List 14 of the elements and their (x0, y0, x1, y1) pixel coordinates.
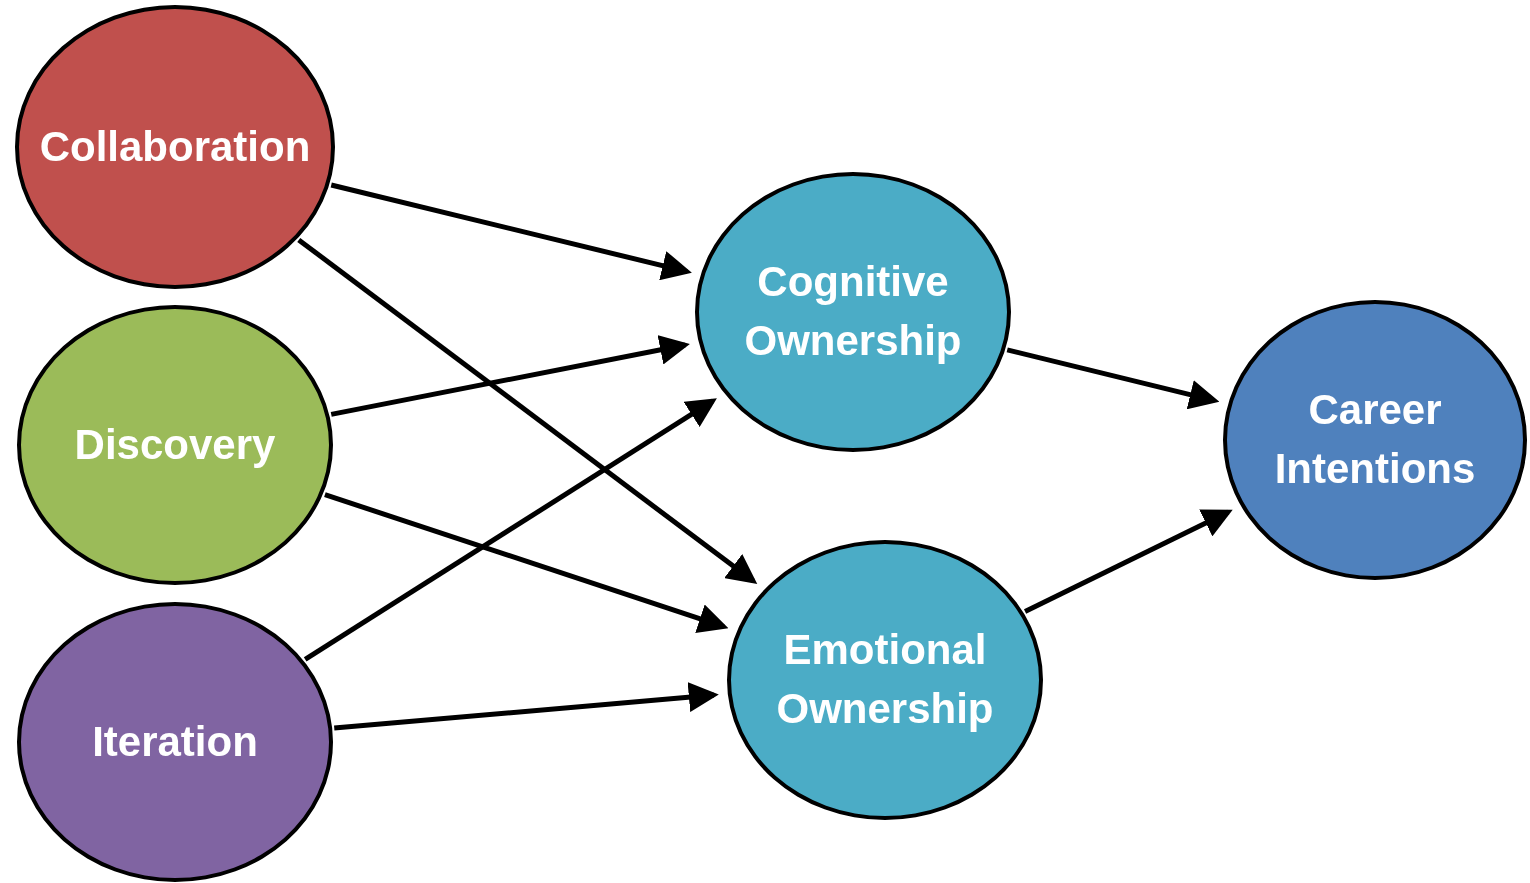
arrow (334, 682, 719, 731)
arrow (1006, 347, 1220, 410)
node-label: Collaboration (39, 121, 311, 172)
node-label: Cognitive Ownership (743, 257, 963, 366)
arrow (297, 237, 758, 585)
arrow (1023, 509, 1233, 614)
node-label: Discovery (74, 419, 276, 470)
node-label: Emotional Ownership (775, 625, 995, 734)
node-label: Career Intentions (1273, 385, 1477, 494)
arrow (324, 492, 729, 633)
node-label: Iteration (92, 716, 258, 767)
arrow (330, 335, 690, 417)
arrow (330, 182, 692, 281)
arrow (303, 398, 717, 662)
